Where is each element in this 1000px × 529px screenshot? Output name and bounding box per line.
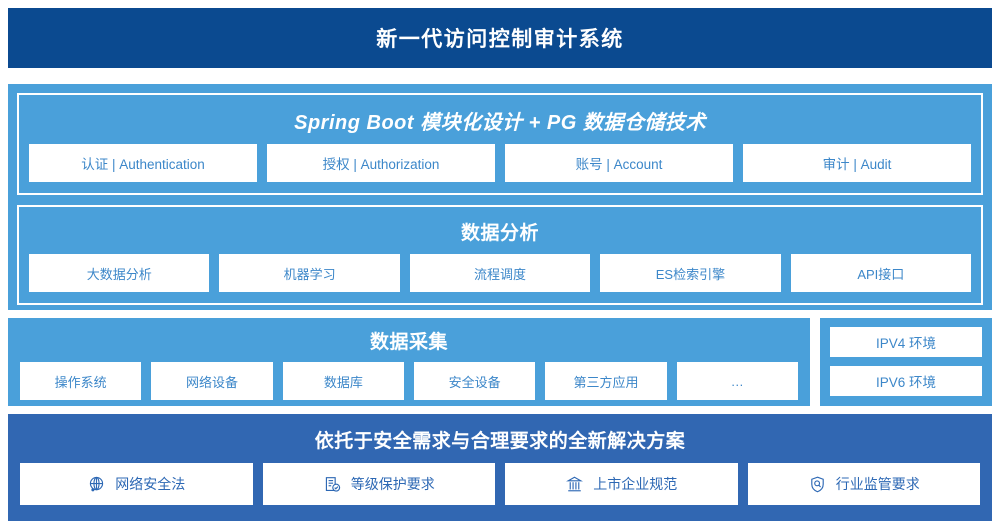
card-mlps-requirement[interactable]: 等级保护要求 [262, 463, 495, 505]
page-title: 新一代访问控制审计系统 [376, 28, 624, 51]
card-industry-regulation[interactable]: 行业监管要求 [747, 463, 980, 505]
card-label: 流程调度 [474, 266, 527, 282]
data-collection-block: 数据采集 操作系统 网络设备 数据库 安全设备 第三方应用 … [8, 318, 810, 406]
card-cybersecurity-law[interactable]: 网络安全法 [20, 463, 253, 505]
header-banner: 新一代访问控制审计系统 [8, 8, 992, 68]
card-label: 网络设备 [185, 374, 238, 390]
solution-title: 依托于安全需求与合理要求的全新解决方案 [314, 431, 686, 452]
environment-block: IPV4 环境 IPV6 环境 [820, 318, 992, 406]
card-label: 审计 | Audit [822, 157, 892, 172]
card-audit[interactable]: 审计 | Audit [743, 144, 971, 182]
card-es-search-engine[interactable]: ES检索引擎 [600, 254, 781, 292]
card-authentication[interactable]: 认证 | Authentication [29, 144, 257, 182]
springboot-panel-title: Spring Boot 模块化设计 + PG 数据仓储技术 [294, 112, 706, 134]
document-check-icon [323, 475, 342, 494]
shield-search-icon [808, 475, 827, 494]
card-label: 认证 | Authentication [81, 157, 205, 172]
card-label: 行业监管要求 [835, 476, 920, 492]
card-authorization[interactable]: 授权 | Authorization [267, 144, 495, 182]
bank-building-icon [565, 475, 584, 494]
data-collection-title: 数据采集 [369, 332, 448, 353]
solution-block: 依托于安全需求与合理要求的全新解决方案 网络安全法 [8, 414, 992, 521]
collection-row: 数据采集 操作系统 网络设备 数据库 安全设备 第三方应用 … [8, 318, 992, 406]
card-database[interactable]: 数据库 [282, 362, 404, 400]
card-label: 账号 | Account [575, 157, 663, 172]
card-label: 等级保护要求 [350, 476, 435, 492]
card-label: 大数据分析 [86, 266, 152, 282]
solution-card-row: 网络安全法 等级保护要求 [20, 463, 980, 505]
card-label: 操作系统 [54, 374, 107, 390]
card-label: API接口 [857, 266, 905, 282]
card-label: 第三方应用 [573, 374, 639, 390]
card-label: 网络安全法 [115, 476, 186, 492]
card-network-device[interactable]: 网络设备 [151, 362, 273, 400]
card-ipv4-environment[interactable]: IPV4 环境 [830, 327, 982, 357]
globe-network-icon [87, 475, 106, 494]
card-security-device[interactable]: 安全设备 [413, 362, 536, 400]
card-label: … [730, 373, 744, 389]
data-analysis-panel: 数据分析 大数据分析 机器学习 流程调度 ES检索引擎 API接口 [17, 205, 983, 305]
card-label: IPV4 环境 [875, 336, 937, 351]
card-ipv6-environment[interactable]: IPV6 环境 [830, 366, 982, 396]
card-account[interactable]: 账号 | Account [505, 144, 733, 182]
data-analysis-card-row: 大数据分析 机器学习 流程调度 ES检索引擎 API接口 [29, 254, 972, 292]
data-analysis-panel-title: 数据分析 [460, 223, 539, 244]
card-label: 授权 | Authorization [322, 157, 440, 172]
card-machine-learning[interactable]: 机器学习 [219, 254, 400, 292]
card-big-data-analysis[interactable]: 大数据分析 [29, 254, 210, 292]
card-label: 上市企业规范 [593, 476, 678, 492]
card-listed-company-standard[interactable]: 上市企业规范 [505, 463, 738, 505]
springboot-card-row: 认证 | Authentication 授权 | Authorization 账… [29, 144, 971, 182]
card-third-party-app[interactable]: 第三方应用 [545, 362, 667, 400]
card-label: ES检索引擎 [655, 266, 726, 282]
card-label: 机器学习 [283, 266, 336, 282]
card-label: 安全设备 [448, 374, 501, 390]
data-collection-card-row: 操作系统 网络设备 数据库 安全设备 第三方应用 … [20, 362, 798, 400]
card-operating-system[interactable]: 操作系统 [20, 362, 142, 400]
card-label: 数据库 [323, 374, 363, 390]
card-label: IPV6 环境 [875, 375, 937, 390]
platform-block: Spring Boot 模块化设计 + PG 数据仓储技术 认证 | Authe… [8, 84, 992, 310]
card-more-ellipsis[interactable]: … [676, 362, 798, 400]
springboot-panel: Spring Boot 模块化设计 + PG 数据仓储技术 认证 | Authe… [17, 93, 983, 195]
card-process-scheduling[interactable]: 流程调度 [409, 254, 591, 292]
card-api-interface[interactable]: API接口 [790, 254, 972, 292]
